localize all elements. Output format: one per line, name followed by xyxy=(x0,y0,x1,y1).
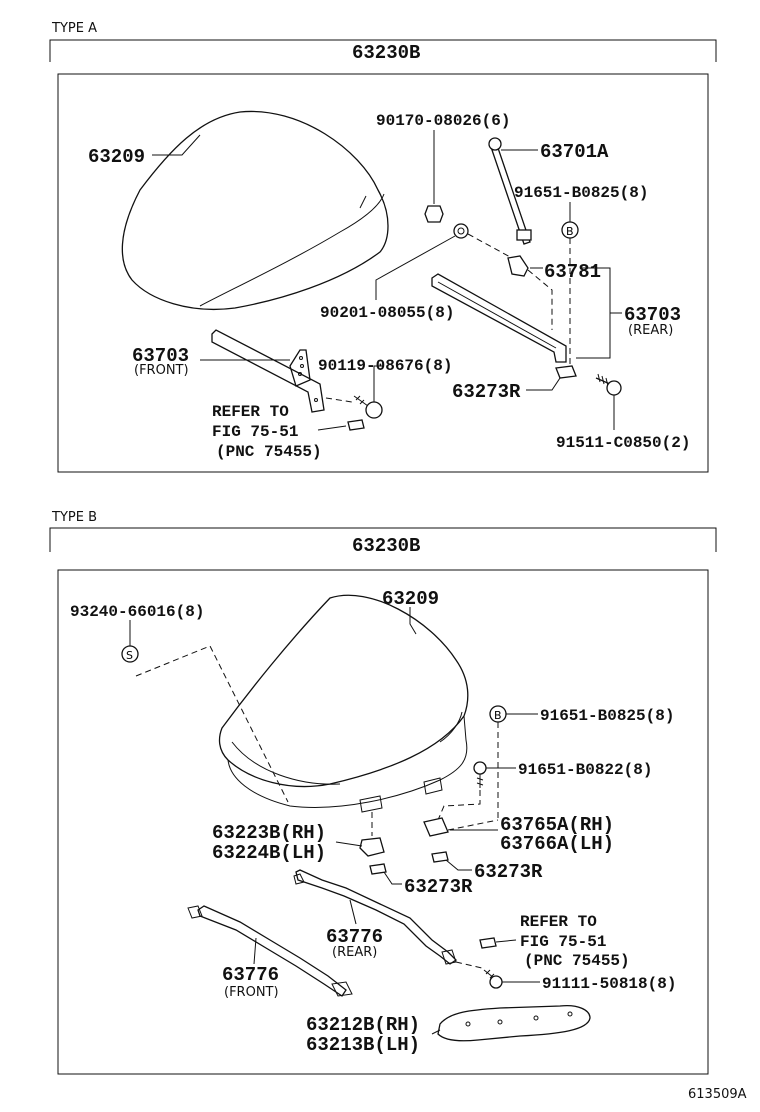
type-a-spacer[interactable] xyxy=(555,365,577,379)
type-b-rear-leader xyxy=(349,899,357,925)
type-b-cover-label[interactable]: 63209 xyxy=(382,588,439,610)
b-marker-icon: B xyxy=(561,221,579,239)
type-a-front-bar[interactable] xyxy=(211,329,325,413)
type-b-bracket-rh-label[interactable]: 63223B(RH) xyxy=(212,822,326,844)
type-b-spacer-left-leader xyxy=(383,871,402,885)
type-b-plate-rh-label[interactable]: 63212B(RH) xyxy=(306,1014,420,1036)
type-a-refer-line1[interactable]: REFER TO xyxy=(212,403,289,421)
type-a-washer-leader xyxy=(375,235,456,300)
type-a-spacer-label[interactable]: 63273R xyxy=(452,381,521,403)
type-b-bracket-lh-label[interactable]: 63224B(LH) xyxy=(212,842,326,864)
type-b-screw0822-dashline xyxy=(437,790,481,821)
type-a-header: TYPE A xyxy=(51,21,97,36)
type-a-cover-label[interactable]: 63209 xyxy=(88,146,145,168)
type-b-refer-line3: (PNC 75455) xyxy=(524,952,630,970)
type-b-bracket63766a-label[interactable]: 63766A(LH) xyxy=(500,833,614,855)
type-b-bracket-rh-lh[interactable] xyxy=(359,837,385,857)
type-b-front-bar[interactable] xyxy=(187,905,353,997)
type-b-refer-line1[interactable]: REFER TO xyxy=(520,913,597,931)
svg-text:B: B xyxy=(566,225,574,238)
type-b-front-note: (FRONT) xyxy=(224,985,279,1000)
type-b-side-plate[interactable] xyxy=(437,1004,591,1042)
type-a-refer-leader xyxy=(317,425,347,431)
type-a-bolt90119-leader xyxy=(373,365,384,402)
type-a-refer-line2[interactable]: FIG 75-51 xyxy=(212,423,298,441)
figure-code: 613509A xyxy=(688,1087,747,1102)
type-b-spacer-right-leader xyxy=(445,859,472,871)
type-b-frame xyxy=(57,569,709,1075)
type-b-bracket-63765a[interactable] xyxy=(423,817,449,837)
type-b-screw91111-dashline xyxy=(455,961,483,969)
b-marker-icon-typeb: B xyxy=(489,705,507,723)
nut-icon[interactable] xyxy=(424,205,444,223)
type-b-screw-0822[interactable] xyxy=(473,761,487,788)
type-a-cover-leader xyxy=(152,134,201,156)
type-a-frame xyxy=(57,73,709,473)
type-a-bolt-91511[interactable] xyxy=(595,373,622,396)
type-a-washer[interactable] xyxy=(453,223,469,239)
type-a-nut-label[interactable]: 90170-08026(6) xyxy=(376,112,510,130)
type-b-refer-part[interactable] xyxy=(479,937,497,949)
type-a-rod-63701a[interactable] xyxy=(488,137,532,245)
type-b-front-label[interactable]: 63776 xyxy=(222,964,279,986)
type-a-front-label[interactable]: 63703 xyxy=(132,345,189,367)
type-b-clip-label[interactable]: 93240-66016(8) xyxy=(70,603,204,621)
type-b-clip-dashline xyxy=(135,645,289,803)
type-b-refer-line2[interactable]: FIG 75-51 xyxy=(520,933,606,951)
type-b-spacer-left-label[interactable]: 63273R xyxy=(404,876,473,898)
type-b-bracket63765a-dashline xyxy=(447,819,499,831)
type-a-refer-line3: (PNC 75455) xyxy=(216,443,322,461)
type-a-bolt90119-dashline xyxy=(325,397,353,403)
type-b-plate-leader xyxy=(431,1029,441,1035)
type-a-section: TYPE A 63230B 63209 90170-08026(6) 90201… xyxy=(49,21,717,473)
svg-text:B: B xyxy=(494,709,502,722)
type-a-bracket-dashline xyxy=(527,269,553,330)
type-b-section: TYPE B 63230B 63209 93240-66016(8) S B xyxy=(49,510,717,1075)
type-b-refer-leader xyxy=(495,939,517,943)
type-a-spacer-leader xyxy=(526,377,561,391)
type-b-header: TYPE B xyxy=(51,510,97,525)
s-marker-icon: S xyxy=(121,645,139,663)
type-a-bracket-63781[interactable] xyxy=(507,255,529,277)
type-a-bolt-90119[interactable] xyxy=(353,395,383,419)
svg-text:S: S xyxy=(126,649,133,662)
type-a-rod-label[interactable]: 63701A xyxy=(540,141,609,163)
type-b-bracket63765a-label[interactable]: 63765A(RH) xyxy=(500,814,614,836)
type-a-rear-bar[interactable] xyxy=(431,273,567,363)
type-a-bolt91511-label[interactable]: 91511-C0850(2) xyxy=(556,434,690,452)
type-a-screw-label[interactable]: 91651-B0825(8) xyxy=(514,184,648,202)
type-b-assembly-label[interactable]: 63230B xyxy=(352,535,420,557)
type-a-bolt90119-label[interactable]: 90119-08676(8) xyxy=(318,357,452,375)
type-a-washer-dashline xyxy=(467,233,513,259)
type-a-bracket-label[interactable]: 63781 xyxy=(544,261,601,283)
type-b-screw0825-label[interactable]: 91651-B0825(8) xyxy=(540,707,674,725)
type-b-plate-lh-label[interactable]: 63213B(LH) xyxy=(306,1034,420,1056)
type-b-assembly-bracket xyxy=(49,527,717,552)
type-a-front-note: (FRONT) xyxy=(134,363,189,378)
type-b-roof-cover[interactable] xyxy=(218,594,469,813)
type-b-rear-label[interactable]: 63776 xyxy=(326,926,383,948)
type-b-screw91111-label[interactable]: 91111-50818(8) xyxy=(542,975,676,993)
type-a-washer-label[interactable]: 90201-08055(8) xyxy=(320,304,454,322)
type-a-rear-label[interactable]: 63703 xyxy=(624,304,681,326)
type-b-spacer-right-label[interactable]: 63273R xyxy=(474,861,543,883)
type-a-refer-part[interactable] xyxy=(347,419,365,431)
type-a-rear-note: (REAR) xyxy=(628,323,673,338)
type-a-roof-cover[interactable] xyxy=(121,110,389,311)
type-b-front-leader xyxy=(253,937,257,965)
type-b-rear-note: (REAR) xyxy=(332,945,377,960)
type-b-screw-91111[interactable] xyxy=(483,969,503,989)
type-b-cover-leader xyxy=(409,607,417,635)
type-a-assembly-label[interactable]: 63230B xyxy=(352,42,420,64)
type-b-spacer-left[interactable] xyxy=(369,863,387,875)
type-b-bracket-leader xyxy=(335,841,363,847)
type-b-spacer-right[interactable] xyxy=(431,851,449,863)
type-a-assembly-bracket xyxy=(49,39,717,62)
type-b-screw0822-label[interactable]: 91651-B0822(8) xyxy=(518,761,652,779)
